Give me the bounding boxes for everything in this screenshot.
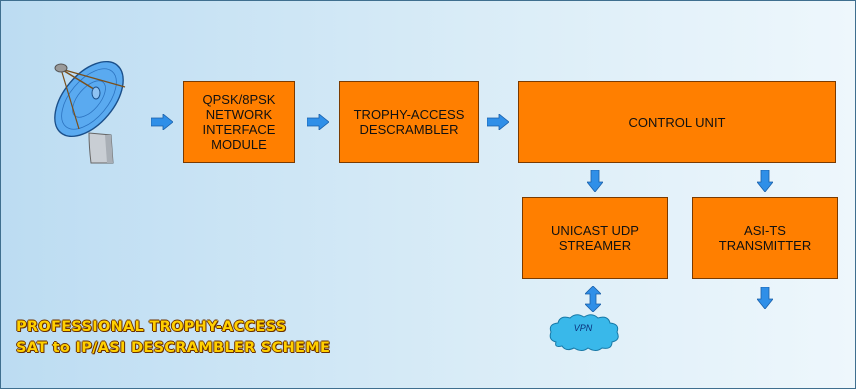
arrow-down-icon — [587, 170, 603, 192]
arrow-right-icon — [151, 114, 173, 130]
caption-line-2: SAT to IP/ASI DESCRAMBLER SCHEME — [16, 340, 331, 356]
qpsk-network-interface-block: QPSK/8PSK NETWORK INTERFACE MODULE — [183, 81, 295, 163]
satellite-dish-icon — [54, 60, 126, 164]
diagram-caption: PROFESSIONAL TROPHY-ACCESS SAT to IP/ASI… — [16, 317, 330, 359]
trophy-access-descrambler-block: TROPHY-ACCESS DESCRAMBLER — [339, 81, 479, 163]
arrow-right-icon — [307, 114, 329, 130]
arrow-updown-icon — [585, 286, 601, 312]
caption-line-1: PROFESSIONAL TROPHY-ACCESS — [16, 319, 287, 335]
control-unit-block: CONTROL UNIT — [518, 81, 836, 163]
arrow-right-icon — [487, 114, 509, 130]
cloud-icon — [549, 314, 619, 351]
arrow-down-icon — [757, 287, 773, 309]
unicast-udp-streamer-block: UNICAST UDP STREAMER — [522, 197, 668, 279]
vpn-label: VPN — [573, 323, 593, 333]
arrow-down-icon — [757, 170, 773, 192]
asi-ts-transmitter-block: ASI-TS TRANSMITTER — [692, 197, 838, 279]
